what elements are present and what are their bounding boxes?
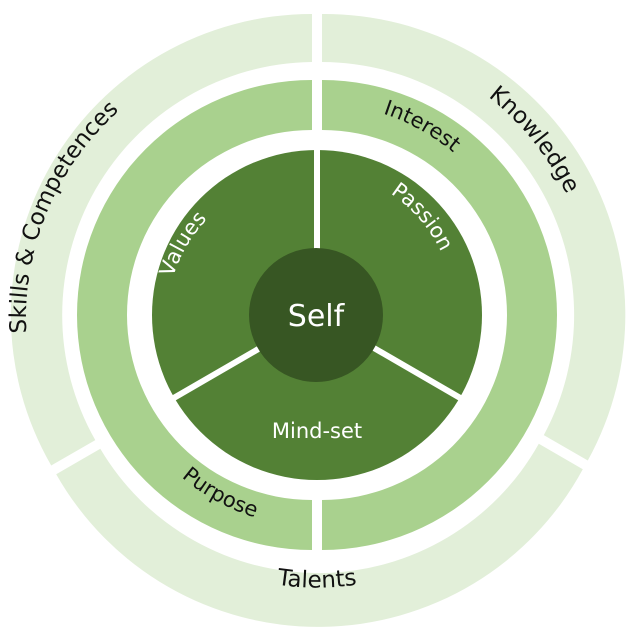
middle-ring [77,80,557,550]
inner-label-mindset: Mind-set [272,419,362,443]
middle-segment-purpose[interactable] [77,80,312,550]
middle-segment-interest[interactable] [322,80,557,550]
outer-label-talents: Talents [275,565,358,594]
outer-ring [10,13,626,627]
outer-segment-knowledge[interactable] [322,13,626,461]
outer-segment-skills[interactable] [10,13,312,466]
core-circle[interactable] [249,248,383,382]
outer-segment-talents[interactable] [56,443,583,627]
core-label: Self [288,299,346,334]
